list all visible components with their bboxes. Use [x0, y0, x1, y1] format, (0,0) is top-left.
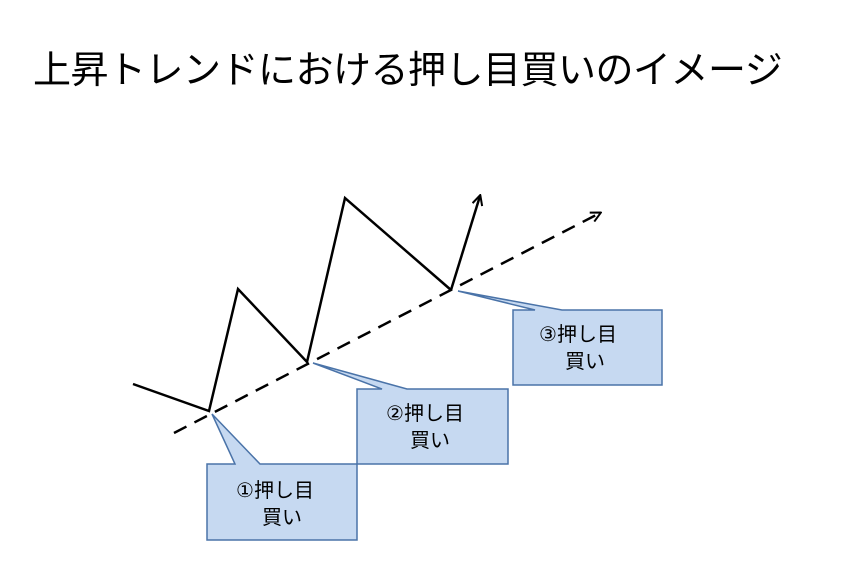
callout-3-line2: 買い [565, 349, 605, 373]
price-rise-arrow [449, 196, 480, 291]
callout-3: ③押し目 買い [457, 290, 663, 386]
trend-line [173, 213, 600, 435]
callout-2: ②押し目 買い [312, 362, 509, 465]
callout-1: ①押し目 買い [206, 413, 358, 541]
callout-2-line1: ②押し目 [386, 401, 464, 425]
callout-1-line2: 買い [262, 505, 302, 529]
price-line [132, 195, 452, 413]
callout-3-box [457, 290, 663, 386]
callout-2-line2: 買い [410, 428, 450, 452]
callout-1-line1: ①押し目 [236, 478, 314, 502]
callout-3-line1: ③押し目 [539, 322, 617, 346]
callout-1-box [206, 413, 358, 541]
page-title: 上昇トレンドにおける押し目買いのイメージ [33, 48, 783, 92]
callout-2-box [312, 362, 509, 465]
